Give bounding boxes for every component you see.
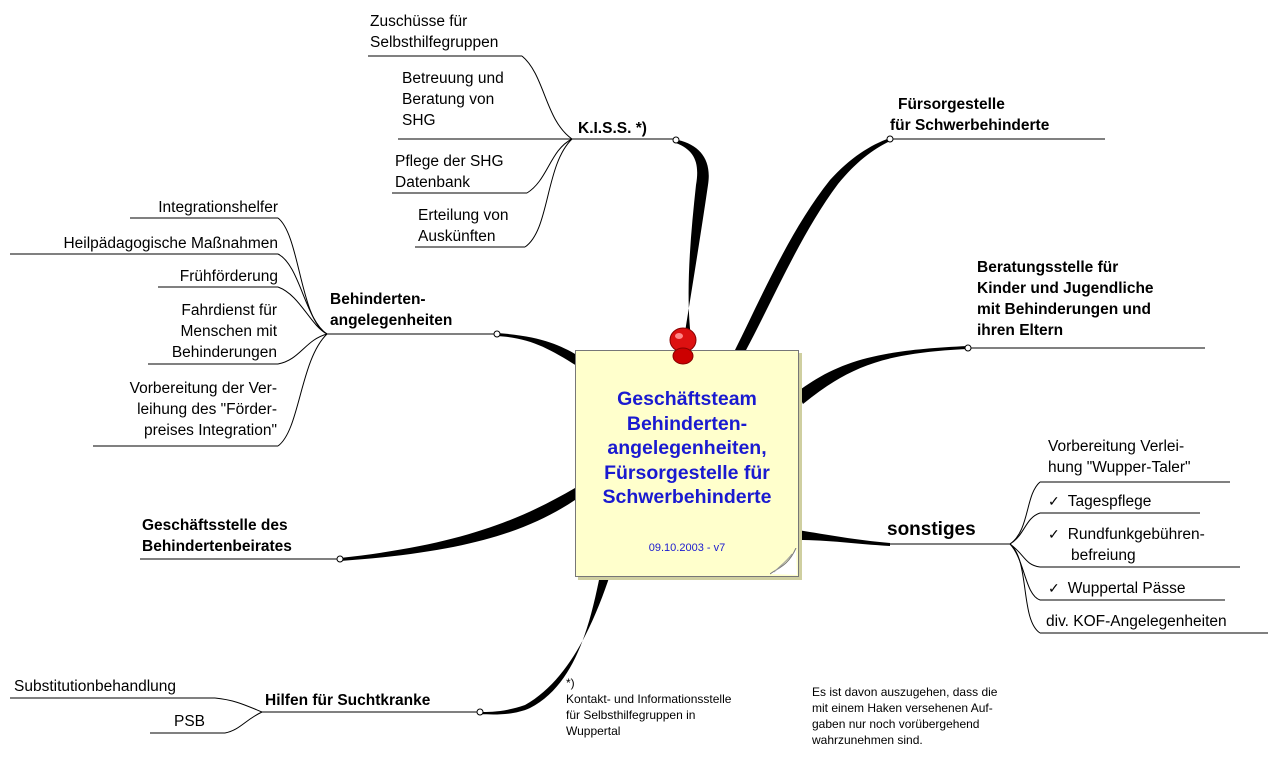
topic-geschaeftsstelle-beirat[interactable]: Geschäftsstelle des Behindertenbeirates: [142, 517, 292, 555]
branch-kiss: [676, 140, 709, 345]
sucht-item-psb[interactable]: PSB: [174, 713, 206, 730]
central-topic-title: Geschäftsteam Behinderten- angelegenheit…: [602, 388, 772, 508]
topic-kiss[interactable]: K.I.S.S. *): [578, 120, 647, 137]
topic-behindertenangelegenheiten[interactable]: Behinderten- angelegenheiten: [330, 291, 453, 329]
behinderten-item-foerderpreis[interactable]: Vorbereitung der Ver-leihung des "Förder…: [129, 380, 277, 439]
checkmark-icon: ✓: [1048, 493, 1060, 509]
topic-sonstiges[interactable]: sonstiges: [887, 519, 976, 540]
footnote-kiss: *) Kontakt- und Informationsstelle für S…: [566, 676, 732, 738]
checkmark-icon: ✓: [1048, 526, 1060, 542]
sonstiges-item-rundfunk[interactable]: ✓Rundfunkgebühren- befreiung: [1048, 526, 1205, 564]
topic-fuersorgestelle[interactable]: Fürsorgestelle für Schwerbehinderte: [890, 96, 1050, 134]
sonstiges-item-kof[interactable]: div. KOF-Angelegenheiten: [1046, 613, 1227, 630]
sonstiges-item-tagespflege[interactable]: ✓Tagespflege: [1048, 493, 1152, 510]
branch-sonstiges: [797, 530, 890, 546]
sucht-item-substitution[interactable]: Substitutionbehandlung: [14, 678, 177, 695]
branch-behinderten: [497, 333, 577, 366]
checkmark-icon: ✓: [1048, 580, 1060, 596]
sonstiges-item-paesse[interactable]: ✓Wuppertal Pässe: [1048, 580, 1186, 597]
version-date: 09.10.2003 - v7: [648, 542, 726, 554]
branch-beratung: [797, 346, 968, 404]
pushpin-icon: [669, 327, 697, 365]
behinderten-item-fruehfoerderung[interactable]: Frühförderung: [179, 268, 278, 285]
behinderten-item-integrationshelfer[interactable]: Integrationshelfer: [158, 199, 278, 216]
topic-hilfen-suchtkranke[interactable]: Hilfen für Suchtkranke: [265, 692, 431, 709]
behinderten-item-heilpaedagogik[interactable]: Heilpädagogische Maßnahmen: [63, 235, 278, 252]
page-curl-icon: [770, 548, 797, 575]
remark-checkmarks: Es ist davon auszugehen, dass die mit ei…: [812, 685, 998, 747]
topic-beratungsstelle[interactable]: Beratungsstelle für Kinder und Jugendlic…: [977, 259, 1154, 339]
sonstiges-item-wupper-taler[interactable]: Vorbereitung Verlei-hung "Wupper-Taler": [1048, 438, 1191, 476]
central-note-card[interactable]: [575, 350, 799, 577]
branch-fuersorge: [735, 138, 890, 352]
branch-geschaeft: [340, 488, 575, 561]
